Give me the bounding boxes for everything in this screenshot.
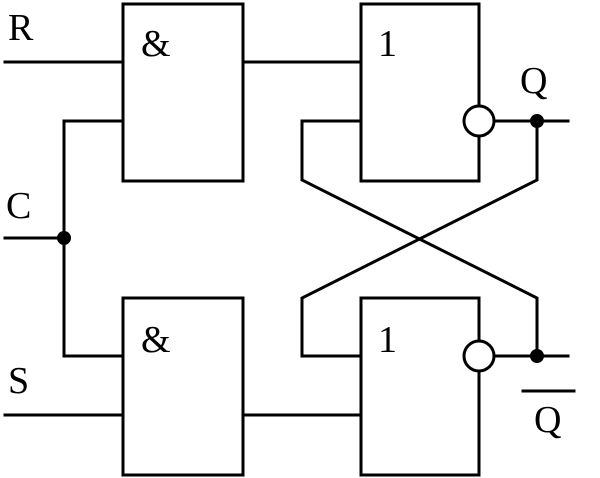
or-symbol-bottom: 1	[378, 319, 397, 361]
or-symbol-top: 1	[378, 23, 397, 65]
wire-feedback-q-to-bottom	[300, 119, 539, 358]
and-gate-bottom	[121, 296, 245, 477]
and-gate-top	[121, 2, 245, 183]
inverter-bubble-top	[462, 104, 496, 138]
junction-dot-c	[57, 231, 71, 245]
label-s: S	[8, 360, 29, 402]
or-gate-bottom	[359, 296, 481, 477]
junction-dot-q	[530, 114, 544, 128]
label-q-bar: Q	[534, 399, 561, 441]
wire-feedback-qbar-to-top	[300, 119, 539, 358]
and-symbol-bottom: &	[141, 319, 171, 361]
and-symbol-top: &	[141, 23, 171, 65]
or-gate-top	[359, 2, 481, 183]
label-q: Q	[520, 60, 547, 102]
wire-c-split	[62, 119, 125, 358]
inverter-bubble-bottom	[462, 339, 496, 373]
label-c: C	[6, 185, 31, 227]
label-r: R	[8, 7, 34, 49]
junction-dot-q-bar	[530, 349, 544, 363]
